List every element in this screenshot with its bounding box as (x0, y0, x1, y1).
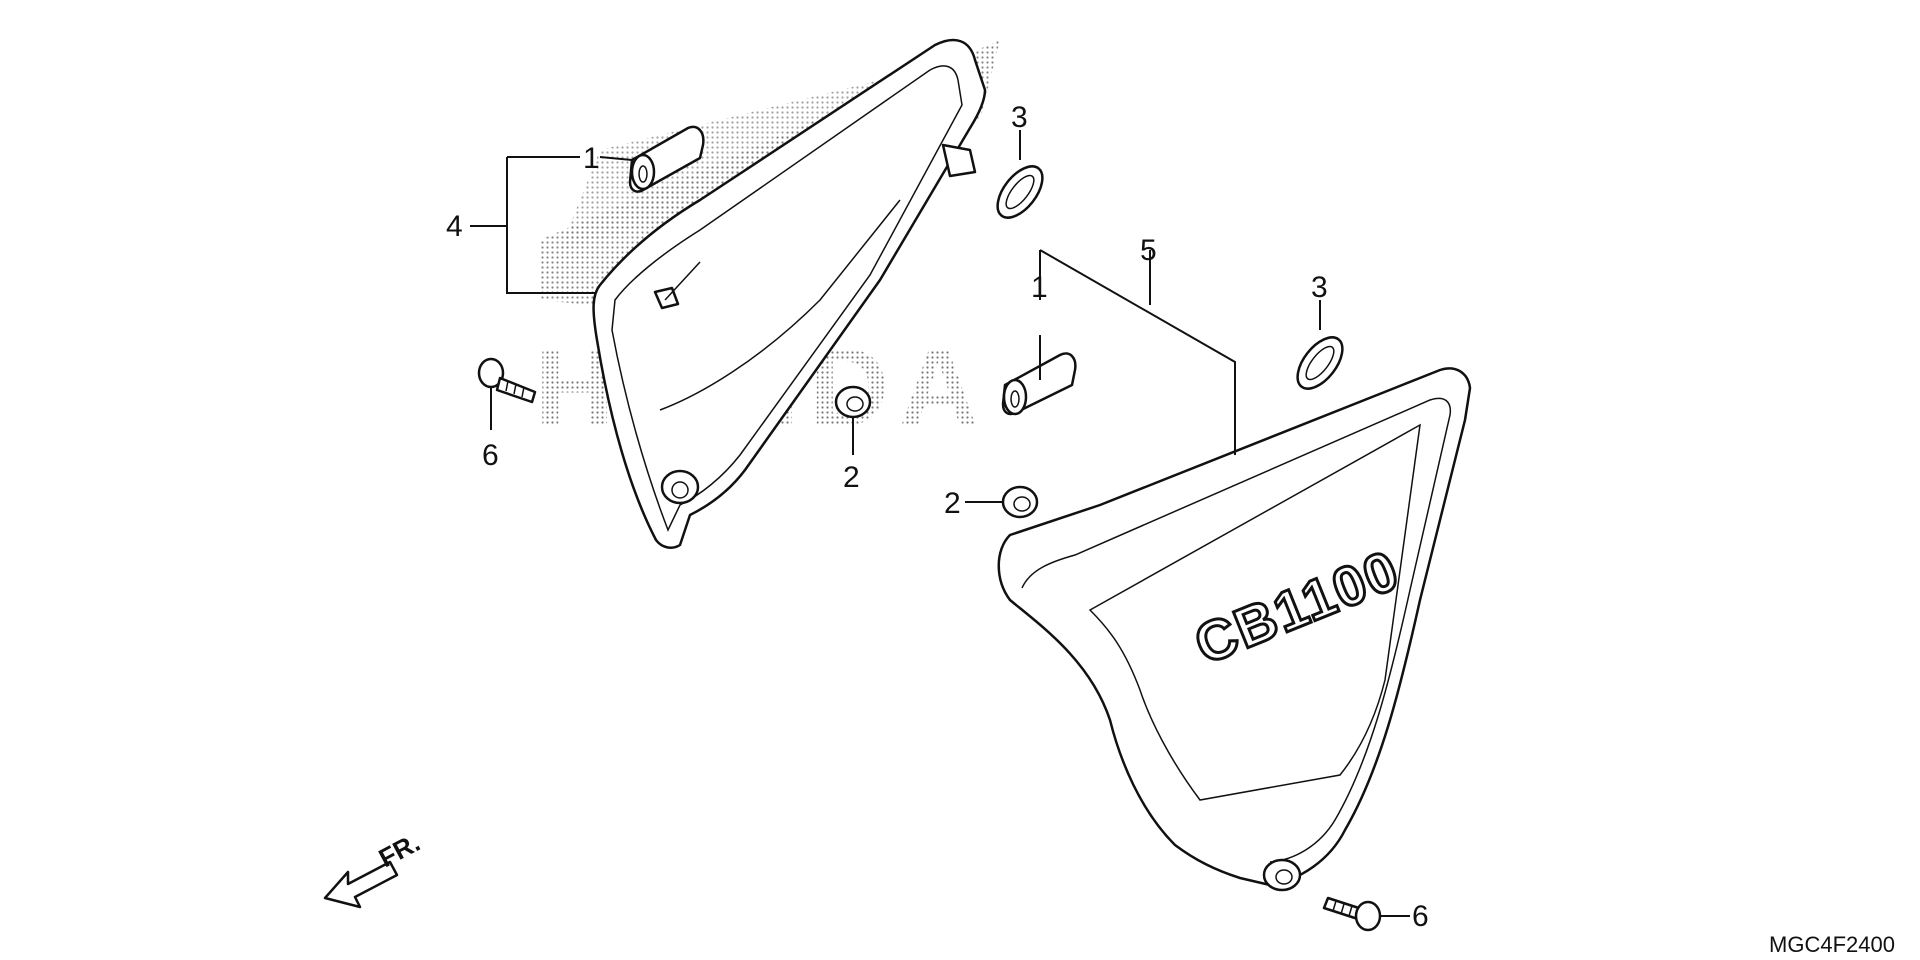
callout-2-upper: 2 (843, 461, 860, 494)
front-arrow-icon (323, 860, 399, 909)
callout-1-right: 1 (1031, 271, 1048, 304)
ring-grommet-3-upper (996, 165, 1044, 219)
cover-tab (941, 143, 977, 178)
round-grommet-2-lower (1001, 485, 1039, 519)
callout-5: 5 (1140, 234, 1157, 267)
callout-3-upper: 3 (1011, 101, 1028, 134)
ring-grommet-3-lower (1296, 336, 1344, 390)
callouts: 1 4 6 2 3 5 1 3 2 6 (446, 101, 1429, 933)
callout-6-left: 6 (482, 439, 499, 472)
right-side-cover: CB1100 (997, 367, 1472, 892)
diagram-part-code: MGC4F2400 (1769, 932, 1895, 957)
clip-part-1-right (1001, 352, 1077, 416)
callout-1-left: 1 (583, 142, 600, 175)
clip-part-1-left (628, 125, 705, 193)
grommet-hole-right (1262, 858, 1302, 892)
round-grommet-2-upper (834, 385, 872, 419)
bolt-6-left (477, 357, 537, 404)
callout-4: 4 (446, 210, 463, 243)
bolt-6-right (1322, 896, 1382, 932)
left-side-cover (592, 38, 987, 549)
leader-lines (470, 130, 1410, 917)
callout-6-right: 6 (1412, 900, 1429, 933)
callout-2-lower: 2 (944, 487, 961, 520)
front-direction-indicator: FR. (323, 827, 425, 909)
callout-3-lower: 3 (1311, 271, 1328, 304)
grommet-hole (660, 469, 700, 505)
